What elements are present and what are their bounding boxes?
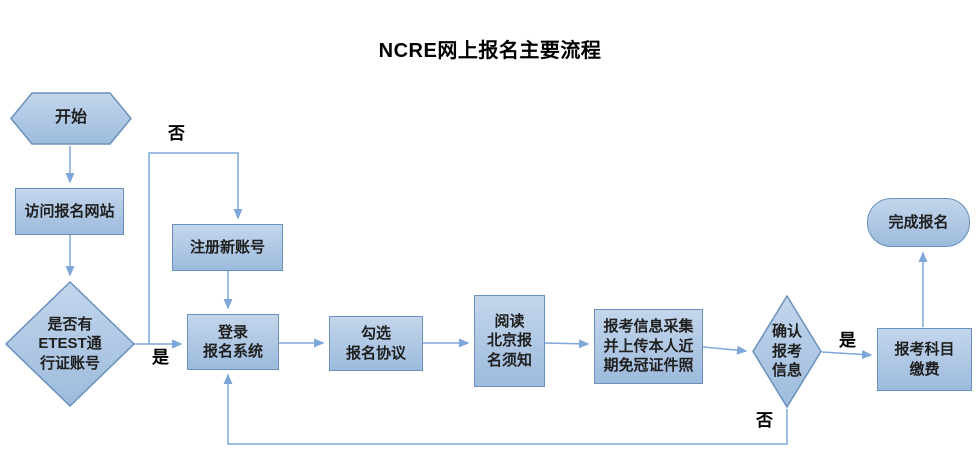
diagram-title: NCRE网上报名主要流程 (378, 40, 602, 62)
edge-label-yes-login: 是 (152, 348, 169, 367)
node-subject-payment-label: 报考科目 缴费 (894, 341, 955, 378)
node-login-system: 登录 报名系统 (187, 314, 279, 370)
edge-label-no-register: 否 (168, 124, 185, 143)
node-confirm-info-label: 确认 报考 信息 (771, 323, 802, 380)
hexagon-shape (10, 92, 132, 145)
node-subject-payment: 报考科目 缴费 (877, 328, 972, 391)
node-visit-site-label: 访问报名网站 (24, 202, 115, 220)
node-confirm-info: 确认 报考 信息 (752, 295, 822, 408)
node-start: 开始 (10, 92, 132, 145)
node-read-notice: 阅读 北京报 名须知 (474, 295, 545, 387)
node-read-notice-label: 阅读 北京报 名须知 (486, 312, 532, 369)
diamond-shape (5, 281, 135, 407)
node-visit-site: 访问报名网站 (15, 188, 124, 235)
node-complete-label: 完成报名 (888, 213, 949, 231)
node-info-collect: 报考信息采集 并上传本人近 期免冠证件照 (594, 309, 703, 384)
node-check-agreement: 勾选 报名协议 (329, 316, 423, 371)
edge-label-no-revise: 否 (756, 411, 773, 430)
node-check-agreement-label: 勾选 报名协议 (345, 325, 406, 362)
edge-label-yes-payment: 是 (839, 331, 856, 350)
node-has-etest-account-label: 是否有 ETEST通 行证账号 (38, 315, 102, 372)
node-info-collect-label: 报考信息采集 并上传本人近 期免冠证件照 (603, 318, 694, 375)
node-has-etest-account: 是否有 ETEST通 行证账号 (5, 281, 135, 407)
node-register-account: 注册新账号 (172, 224, 283, 271)
node-register-account-label: 注册新账号 (189, 238, 265, 256)
node-start-label: 开始 (54, 109, 87, 127)
node-login-system-label: 登录 报名系统 (202, 323, 263, 361)
node-complete: 完成报名 (867, 198, 970, 247)
diamond-shape (752, 295, 822, 408)
